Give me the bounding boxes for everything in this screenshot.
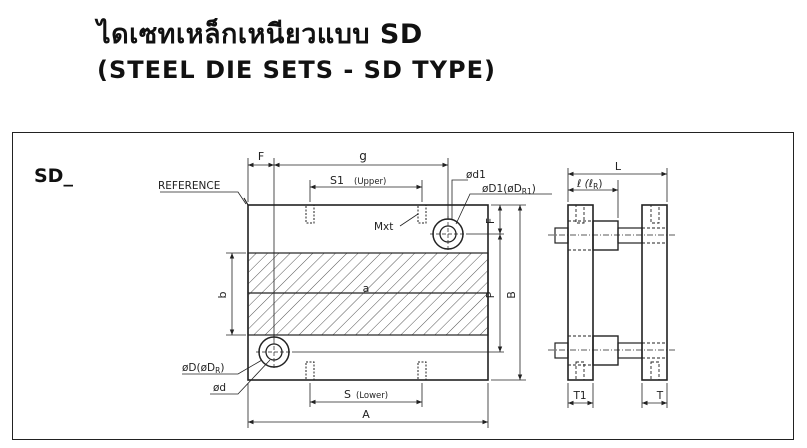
dim-a: A <box>362 408 370 421</box>
oD1-label: øD1(øDR1) <box>482 183 536 196</box>
hatched-plate <box>247 252 489 336</box>
drawing-frame <box>12 132 794 440</box>
reference-label: REFERENCE <box>158 180 220 192</box>
od1-label: ød1 <box>466 169 486 181</box>
model-label: SD_ <box>34 165 73 187</box>
dim-s-lower: (Lower) <box>356 391 388 401</box>
dim-a-inner: a <box>363 282 370 295</box>
dim-f-top: F <box>258 150 264 163</box>
dim-s1: S1 <box>330 174 344 187</box>
dim-s1-upper: (Upper) <box>354 177 386 187</box>
side-view <box>548 204 676 381</box>
front-view <box>243 197 489 381</box>
od-label: ød <box>213 382 226 394</box>
dim-s: S <box>344 388 351 401</box>
dim-b-lower: b <box>216 291 229 298</box>
dim-l-lower: ℓ (ℓR) <box>576 178 602 191</box>
dim-b-upper: B <box>505 291 518 299</box>
front-dimensions <box>160 158 552 428</box>
dim-t: T <box>656 390 664 402</box>
page-title-english: (STEEL DIE SETS - SD TYPE) <box>97 56 496 84</box>
side-dimensions <box>567 168 668 408</box>
dim-p: P <box>484 291 497 298</box>
page-title-thai: ไดเซทเหล็กเหนียวแบบ SD <box>97 19 423 50</box>
dim-f-side: F <box>485 218 497 224</box>
dim-l: L <box>615 160 622 173</box>
dim-g: g <box>359 149 367 163</box>
mxt-label: Mxt <box>374 221 393 233</box>
dim-t1: T1 <box>572 390 586 402</box>
oD-label: øD(øDR) <box>182 362 224 375</box>
